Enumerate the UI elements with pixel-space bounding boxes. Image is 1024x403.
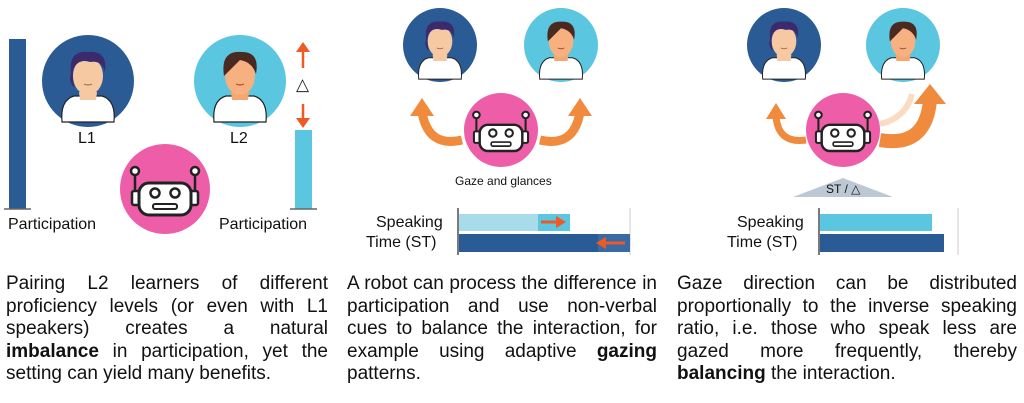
gaze-arrow-small-icon: [766, 103, 807, 144]
speaking-label-p3: Speaking: [737, 214, 804, 231]
participation-bar-l1: [9, 39, 26, 209]
decrease-arrow-icon: [596, 237, 625, 249]
delta-symbol: △: [296, 75, 310, 94]
time-label-p3: Time (ST): [727, 234, 798, 251]
st-delta-label: ST / △: [826, 182, 861, 196]
panel2-caption: A robot can process the difference in pa…: [347, 273, 657, 384]
participation-label-right: Participation: [219, 216, 308, 233]
increase-arrow-icon: [541, 216, 566, 228]
panel3-caption: Gaze direction can be distributed propor…: [677, 273, 1017, 384]
gaze-arrow-right-icon: [538, 98, 592, 146]
gaze-arrow-large-icon: [878, 84, 946, 149]
panel1-caption: Pairing L2 learners of different profici…: [6, 273, 328, 384]
speaking-bar-l1-p2: [459, 234, 630, 252]
delta-arrows-icon: [296, 42, 310, 128]
time-label-p2: Time (ST): [366, 234, 437, 251]
gaze-label: Gaze and glances: [455, 174, 552, 188]
participation-bar-l2: [295, 130, 312, 209]
panel3-graphic: [747, 8, 959, 255]
l2-label: L2: [230, 130, 248, 147]
gaze-arrow-left-icon: [410, 98, 464, 146]
participation-label-left: Participation: [8, 216, 97, 233]
panel1-graphic: [4, 35, 317, 234]
l1-label: L1: [78, 130, 96, 147]
speaking-bar-l2-p3: [820, 214, 932, 231]
speaking-bar-l1-p3: [820, 234, 944, 252]
panel2-graphic: [403, 8, 631, 255]
st-ratio-triangle: [793, 178, 893, 197]
speaking-label-p2: Speaking: [376, 214, 443, 231]
